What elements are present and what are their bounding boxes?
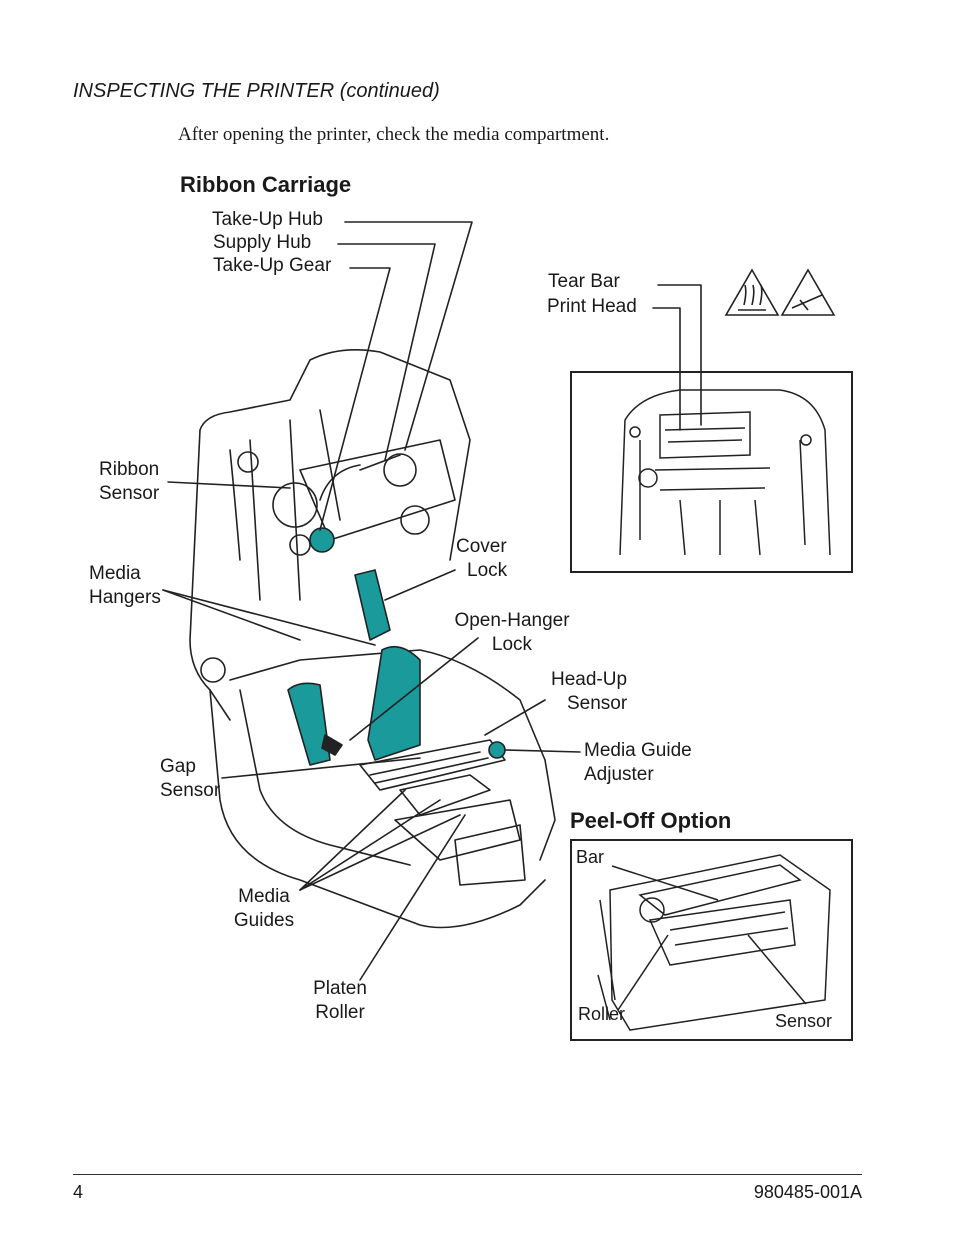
esd-caution-icon [780, 268, 836, 316]
label-ribbon-sensor-line1: Ribbon [99, 459, 160, 480]
label-platen-roller-line1: Platen [313, 978, 367, 999]
label-gap-sensor-line1: Gap [160, 756, 196, 777]
label-media-guide-adjuster-line2: Adjuster [584, 764, 654, 785]
label-ribbon-sensor: Ribbon Sensor [99, 458, 159, 506]
ribbon-carriage-title: Ribbon Carriage [180, 172, 352, 197]
label-head-up-sensor: Head-Up Sensor [551, 668, 627, 716]
label-head-up-sensor-line1: Head-Up [551, 669, 628, 690]
section-title: INSPECTING THE PRINTER (continued) [73, 80, 440, 102]
label-head-up-sensor-line2: Sensor [567, 693, 628, 714]
label-supply-hub: Supply Hub [213, 232, 312, 253]
tear-bar-inset-frame [570, 371, 853, 573]
document-number: 980485-001A [753, 1182, 862, 1202]
label-tear-bar: Tear Bar [548, 271, 620, 292]
hot-surface-icon [724, 268, 780, 316]
peel-off-option-title: Peel-Off Option [570, 808, 732, 833]
label-media-guides: Media Guides [228, 885, 300, 933]
label-take-up-hub: Take-Up Hub [212, 209, 323, 230]
label-cover-lock-line2: Lock [467, 560, 508, 581]
label-gap-sensor: Gap Sensor [160, 755, 220, 803]
label-print-head: Print Head [547, 296, 637, 317]
label-open-hanger-lock-line2: Lock [491, 634, 533, 655]
label-platen-roller-line2: Roller [315, 1002, 365, 1023]
label-gap-sensor-line2: Sensor [160, 780, 221, 801]
page-number: 4 [73, 1182, 84, 1202]
label-media-hangers-line1: Media [89, 563, 141, 584]
label-peel-bar: Bar [576, 847, 605, 867]
label-cover-lock-line1: Cover [456, 536, 507, 557]
label-media-guides-line2: Guides [233, 910, 295, 931]
label-media-hangers-line2: Hangers [89, 587, 161, 608]
label-ribbon-sensor-line2: Sensor [99, 483, 160, 504]
peel-off-inset-frame [570, 839, 853, 1041]
label-open-hanger-lock: Open-Hanger Lock [448, 609, 576, 657]
label-cover-lock: Cover Lock [456, 535, 507, 583]
label-media-guides-line1: Media [238, 886, 290, 907]
label-peel-sensor: Sensor [775, 1011, 833, 1031]
label-take-up-gear: Take-Up Gear [213, 255, 332, 276]
label-media-hangers: Media Hangers [89, 562, 161, 610]
label-peel-roller: Roller [578, 1004, 626, 1024]
label-media-guide-adjuster: Media Guide Adjuster [584, 739, 692, 787]
intro-text: After opening the printer, check the med… [178, 124, 610, 145]
label-media-guide-adjuster-line1: Media Guide [584, 740, 692, 761]
label-platen-roller: Platen Roller [306, 977, 374, 1025]
footer-rule [73, 1174, 862, 1175]
label-open-hanger-lock-line1: Open-Hanger [454, 610, 570, 631]
